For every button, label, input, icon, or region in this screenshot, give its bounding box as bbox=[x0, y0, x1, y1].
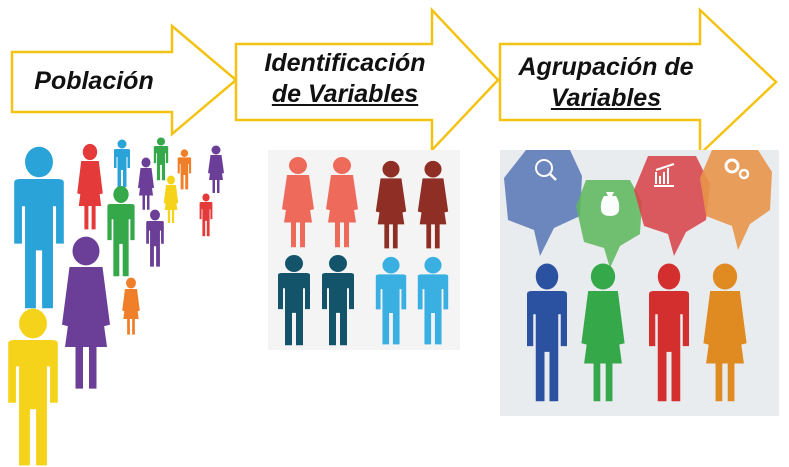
step-3-line-2: Variables bbox=[550, 84, 662, 112]
step-3-line-1: Agrupación de bbox=[518, 53, 694, 81]
person-icon bbox=[14, 146, 64, 309]
step-2-line-1: Identificación bbox=[264, 49, 426, 77]
step-2-label: Identificación de Variables bbox=[250, 48, 440, 110]
step-3-label: Agrupación de Variables bbox=[512, 52, 700, 114]
person-icon bbox=[199, 193, 213, 237]
money-bag-bubble bbox=[576, 180, 642, 268]
globe-search-bubble bbox=[504, 150, 582, 256]
step-1-label: Población bbox=[34, 67, 154, 95]
person-icon bbox=[122, 277, 140, 335]
gears-icon bbox=[724, 158, 740, 174]
growth-chart-bubble bbox=[634, 156, 710, 256]
grouping-panel bbox=[500, 150, 779, 416]
person-icon bbox=[163, 175, 179, 223]
arrow-step-1 bbox=[10, 23, 238, 137]
person-icon bbox=[114, 139, 130, 187]
growth-chart-icon bbox=[654, 163, 675, 187]
person-icon bbox=[62, 236, 110, 389]
globe-search-icon bbox=[535, 159, 553, 177]
population-crowd bbox=[8, 137, 224, 466]
person-icon bbox=[77, 143, 103, 230]
arrow-step-3 bbox=[498, 7, 778, 157]
step-2-line-2: de Variables bbox=[271, 80, 419, 108]
person-icon bbox=[208, 145, 224, 193]
gears-bubble bbox=[700, 150, 772, 250]
money-bag-icon bbox=[600, 192, 620, 216]
person-icon bbox=[107, 185, 135, 277]
variables-grid bbox=[268, 150, 460, 350]
person-icon bbox=[177, 149, 192, 190]
person-icon bbox=[146, 209, 164, 267]
arrow-step-2 bbox=[234, 6, 500, 154]
person-icon bbox=[138, 157, 154, 210]
person-icon bbox=[8, 308, 58, 466]
person-icon bbox=[153, 137, 169, 181]
